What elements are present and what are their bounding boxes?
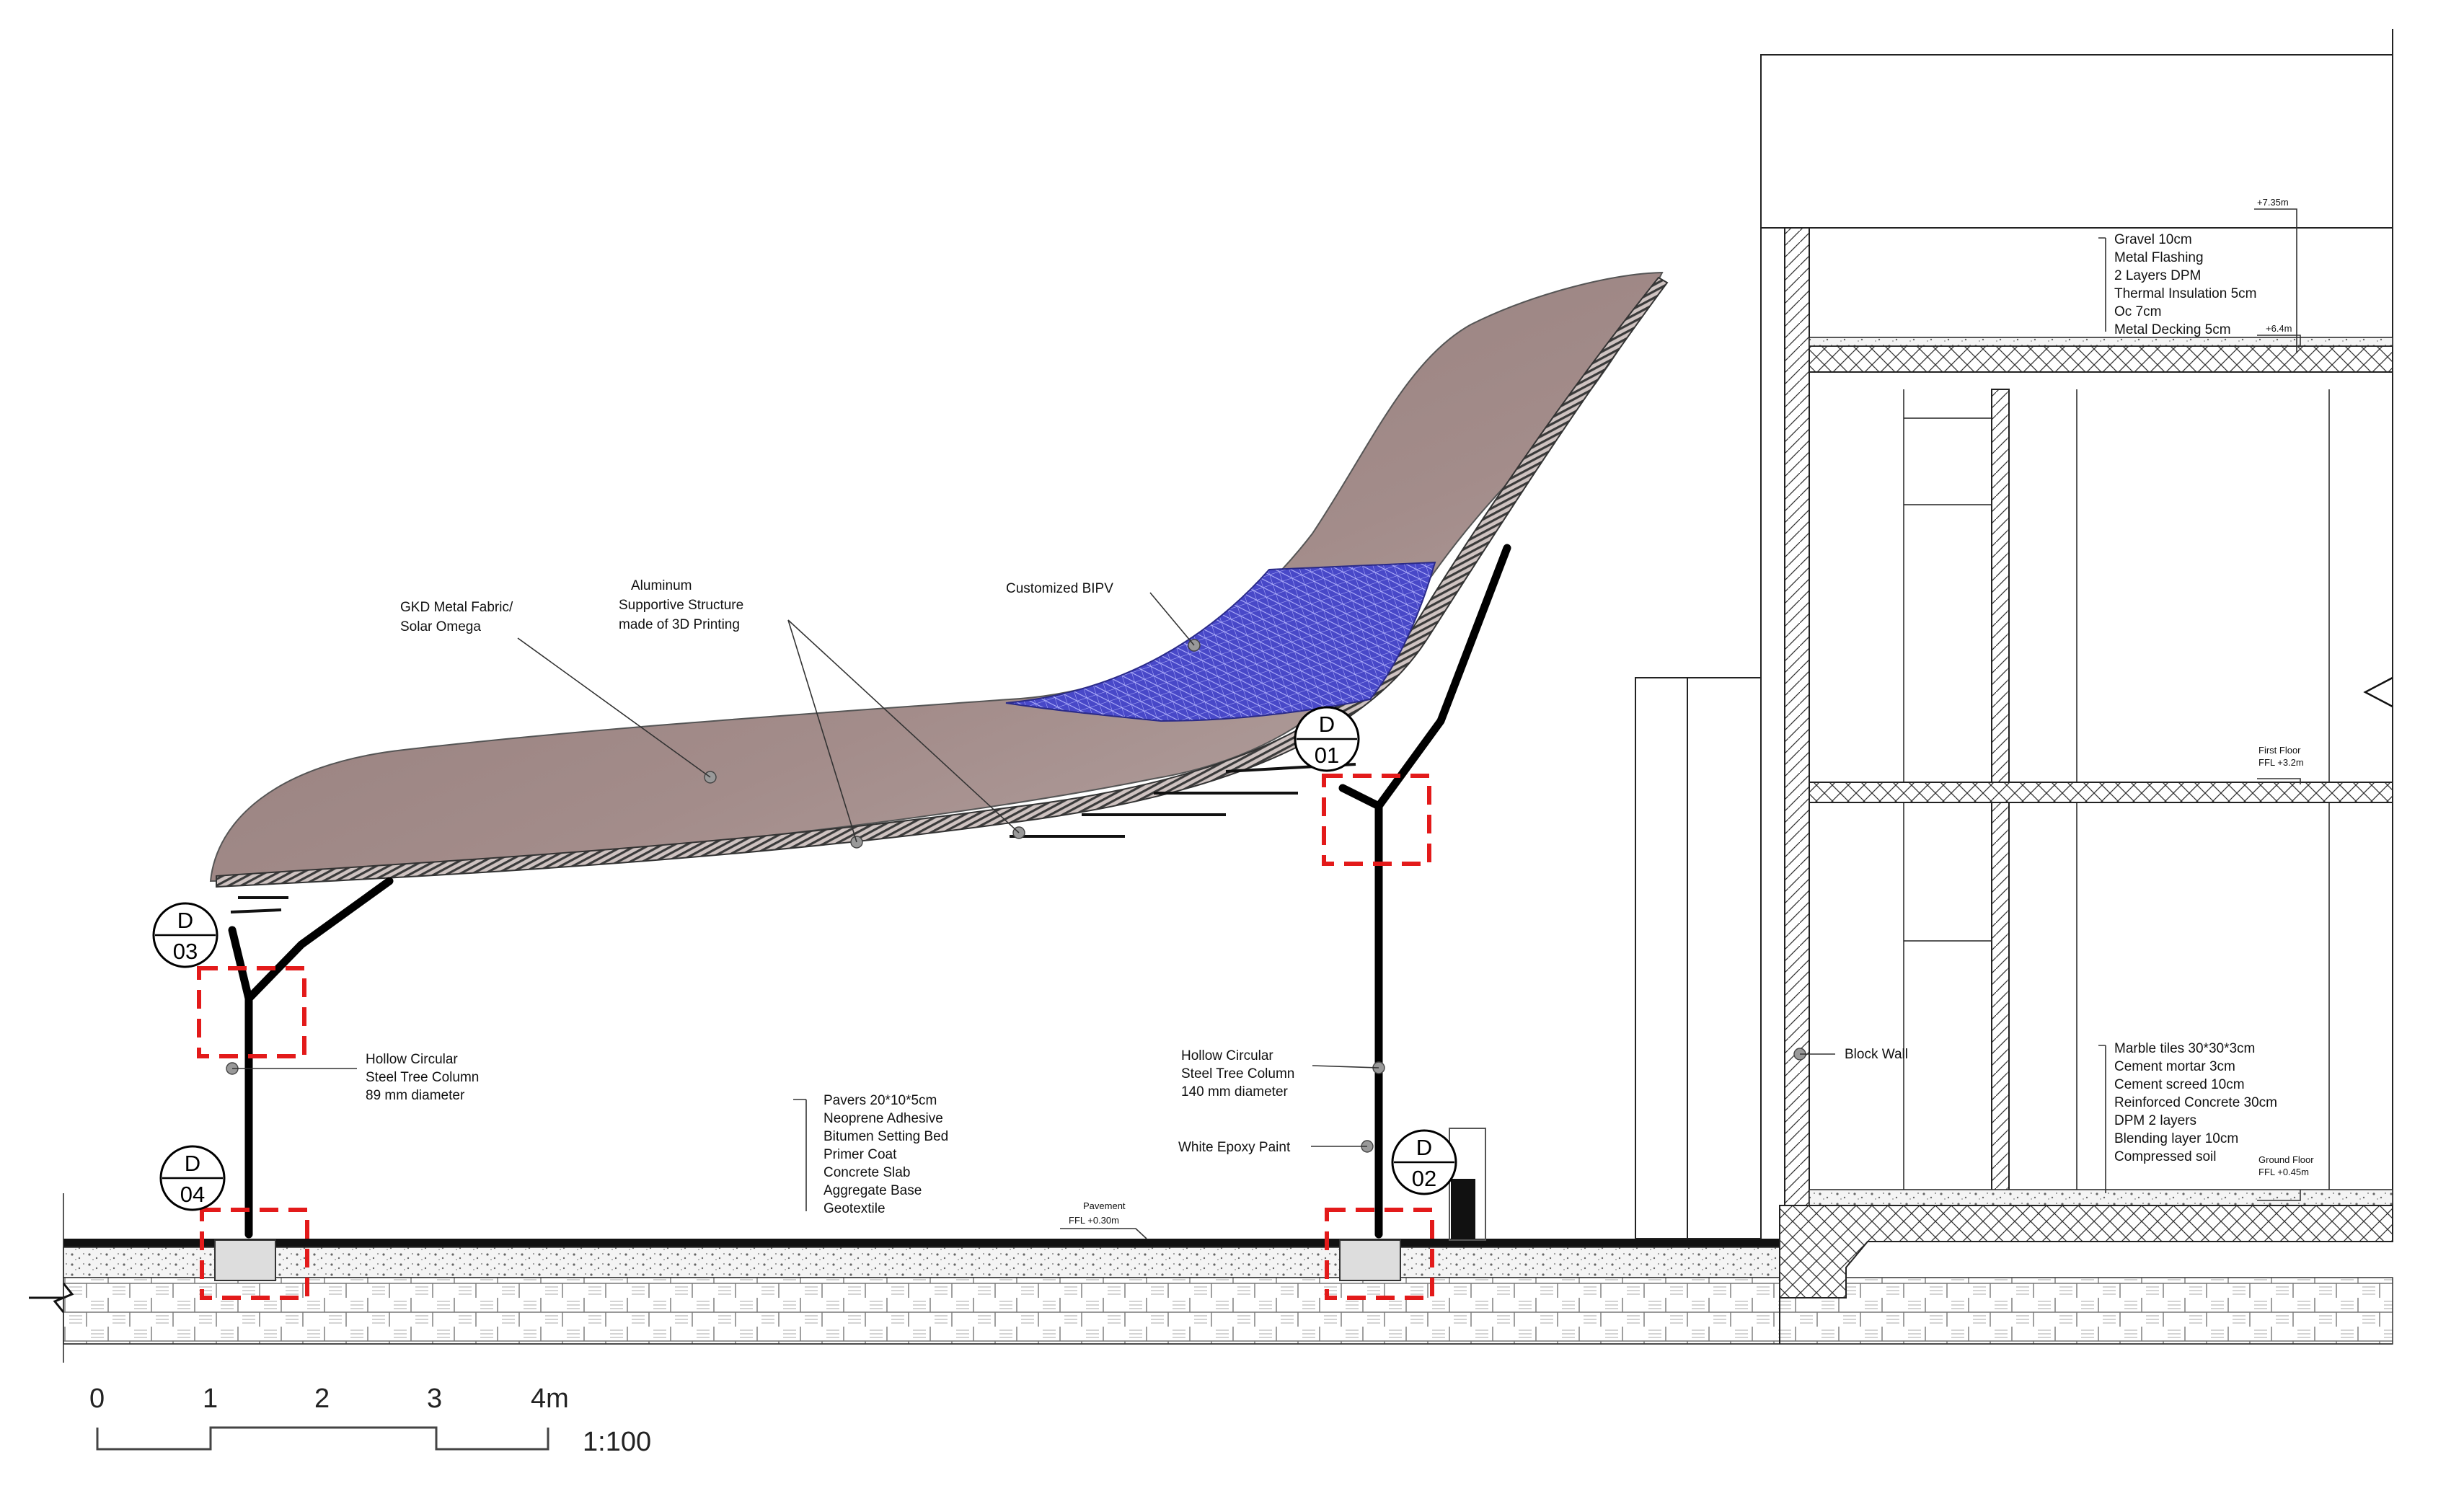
scale-tick-2: 2: [314, 1384, 330, 1414]
label-bipv: Customized BIPV: [1006, 581, 1113, 596]
scale-tick-4: 4m: [531, 1384, 569, 1414]
label-fabric-1: GKD Metal Fabric/: [400, 600, 513, 615]
label-epoxy: White Epoxy Paint: [1178, 1140, 1291, 1155]
pave-layer: Pavers 20*10*5cm: [823, 1093, 937, 1108]
level-roof-top: +7.35m: [2257, 197, 2289, 208]
pave-layer: Concrete Slab: [823, 1165, 910, 1180]
ground-layer: Cement mortar 3cm: [2114, 1059, 2235, 1074]
first-floor-title: First Floor: [2258, 745, 2301, 756]
tag-top: D: [177, 908, 193, 933]
tag-bottom: 03: [173, 939, 198, 964]
label-left-col-1: Hollow Circular: [366, 1052, 458, 1067]
label-right-col-3: 140 mm diameter: [1181, 1084, 1289, 1100]
building-section: [1635, 29, 2393, 1344]
tag-top: D: [1416, 1135, 1432, 1160]
label-left-col-2: Steel Tree Column: [366, 1070, 479, 1085]
pave-layer: Bitumen Setting Bed: [823, 1129, 948, 1144]
building-labels: +7.35m Gravel 10cm Metal Flashing 2 Laye…: [1845, 197, 2314, 1177]
label-right-col-2: Steel Tree Column: [1181, 1066, 1294, 1081]
ground-layer: Marble tiles 30*30*3cm: [2114, 1041, 2255, 1056]
ground-floor-level: FFL +0.45m: [2258, 1167, 2309, 1177]
tag-top: D: [185, 1151, 200, 1176]
roof-layer: Metal Decking 5cm: [2114, 322, 2231, 337]
scale-tick-1: 1: [203, 1384, 218, 1414]
ground-section: [29, 1128, 2393, 1363]
pavement-labels: Pavers 20*10*5cm Neoprene Adhesive Bitum…: [823, 1093, 1126, 1226]
ground-layer: Reinforced Concrete 30cm: [2114, 1095, 2277, 1110]
tag-bottom: 04: [180, 1182, 205, 1207]
scale-ratio: 1:100: [583, 1427, 651, 1457]
level-roof-deck: +6.4m: [2266, 323, 2292, 334]
roof-layer: Oc 7cm: [2114, 304, 2161, 319]
scale-tick-0: 0: [89, 1384, 105, 1414]
bipv-panel: [1005, 561, 1436, 722]
pave-layer: Primer Coat: [823, 1147, 897, 1162]
label-structure-3: made of 3D Printing: [619, 617, 740, 632]
pavement-level-value: FFL +0.30m: [1069, 1215, 1119, 1226]
detail-tag-d01[interactable]: D 01: [1294, 706, 1360, 772]
ground-layer: Cement screed 10cm: [2114, 1077, 2245, 1092]
label-structure-2: Supportive Structure: [619, 598, 743, 613]
roof-layer: 2 Layers DPM: [2114, 268, 2201, 283]
roof-layer: Thermal Insulation 5cm: [2114, 286, 2256, 301]
label-block-wall: Block Wall: [1845, 1047, 1908, 1062]
scale-tick-3: 3: [427, 1384, 442, 1414]
first-floor-level: FFL +3.2m: [2258, 757, 2304, 768]
tag-bottom: 02: [1412, 1166, 1436, 1191]
detail-tag-d03[interactable]: D 03: [152, 902, 218, 968]
label-left-col-3: 89 mm diameter: [366, 1088, 465, 1103]
pavement-level-title: Pavement: [1083, 1200, 1126, 1211]
roof-layer: Gravel 10cm: [2114, 232, 2192, 247]
ground-layer: DPM 2 layers: [2114, 1113, 2196, 1128]
label-fabric-2: Solar Omega: [400, 619, 481, 634]
tag-bottom: 01: [1315, 743, 1339, 768]
ground-floor-title: Ground Floor: [2258, 1154, 2314, 1165]
ground-layer: Blending layer 10cm: [2114, 1131, 2238, 1146]
detail-tag-d02[interactable]: D 02: [1391, 1129, 1457, 1195]
pave-layer: Aggregate Base: [823, 1183, 922, 1198]
ground-layer: Compressed soil: [2114, 1149, 2217, 1164]
leader-lines: [232, 208, 2301, 1239]
roof-layer: Metal Flashing: [2114, 250, 2204, 265]
label-structure-1: Aluminum: [631, 578, 692, 593]
detail-markers: [197, 774, 1434, 1300]
pave-layer: Neoprene Adhesive: [823, 1111, 943, 1126]
pave-layer: Geotextile: [823, 1201, 886, 1216]
canopy-labels: GKD Metal Fabric/ Solar Omega Aluminum S…: [366, 578, 1294, 1155]
scale-bar: 0 1 2 3 4m 1:100: [89, 1384, 651, 1457]
label-right-col-1: Hollow Circular: [1181, 1048, 1273, 1063]
tag-top: D: [1319, 712, 1335, 737]
detail-tag-d04[interactable]: D 04: [159, 1145, 226, 1211]
